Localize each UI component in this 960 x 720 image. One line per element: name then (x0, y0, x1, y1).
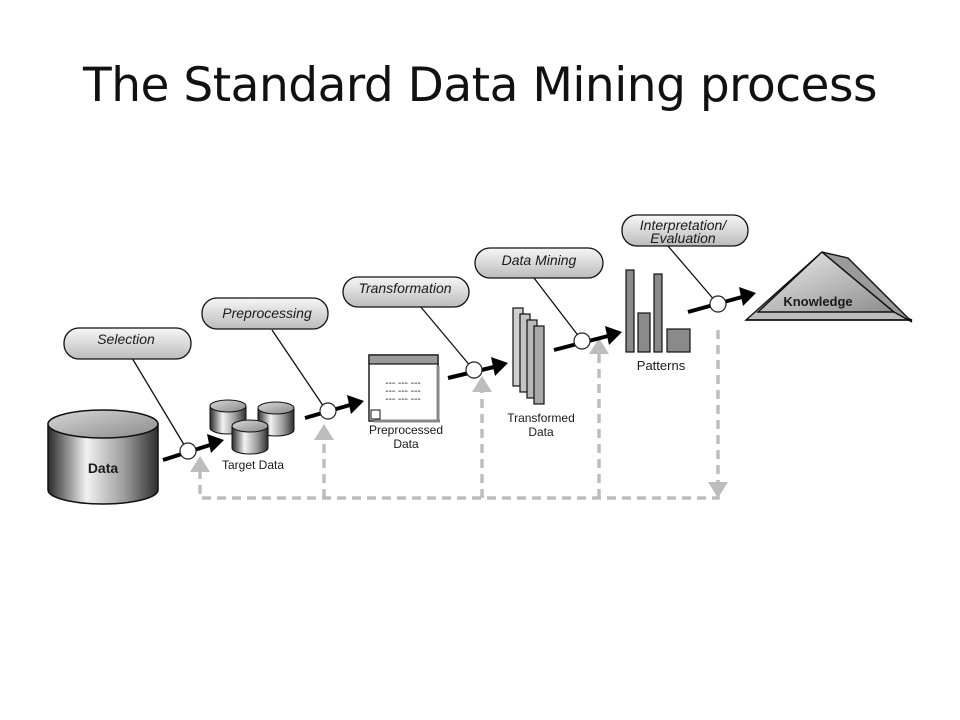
data-mining-label: Data Mining (502, 252, 577, 268)
knowledge-label: Knowledge (783, 294, 852, 309)
step-interpretation-evaluation: Interpretation/ Evaluation (621, 214, 749, 247)
flow-arrow-preprocessing-head (347, 395, 364, 414)
interpretation-circle (709, 295, 727, 313)
feedback-loop (198, 330, 720, 500)
feedback-arrowhead-selection (190, 456, 210, 472)
feedback-arrowhead-preprocessing (314, 424, 334, 440)
doc-line-2: --- --- --- (385, 386, 421, 397)
target-data-cylinders-icon (209, 399, 295, 455)
interpretation-pointer (667, 245, 717, 303)
patterns-bars-icon (625, 269, 691, 353)
selection-circle (179, 442, 197, 460)
flow-arrow-transformation-head (491, 357, 508, 376)
step-selection: Selection (63, 327, 192, 360)
flow-arrow-selection-head (207, 434, 224, 453)
doc-line-1: --- --- --- (385, 378, 421, 389)
preprocessing-pointer (271, 329, 327, 411)
feedback-arrowhead-knowledge (708, 482, 728, 498)
pointer-lines (131, 245, 717, 449)
interpretation-label-line1: Interpretation/ (640, 217, 728, 233)
transformation-label: Transformation (358, 280, 451, 296)
step-circles (179, 295, 727, 460)
feedback-arrowhead-data-mining (589, 338, 609, 354)
flow-arrow-data-mining-head (605, 326, 622, 345)
selection-label: Selection (97, 331, 155, 347)
target-data-label: Target Data (222, 458, 284, 472)
feedback-arrowhead-transformation (472, 376, 492, 392)
patterns-label: Patterns (637, 358, 686, 373)
preprocessing-label: Preprocessing (222, 305, 312, 321)
step-preprocessing: Preprocessing (201, 297, 329, 330)
feedback-arrowheads (190, 338, 728, 498)
transformed-data-label-line1: Transformed (507, 411, 575, 425)
preprocessing-circle (319, 402, 337, 420)
doc-line-3: --- --- --- (385, 394, 421, 405)
feedback-line-main (198, 330, 720, 500)
preprocessed-data-label-line2: Data (393, 437, 419, 451)
transformed-data-stack-icon (512, 307, 545, 405)
flow-arrow-interpretation-head (739, 287, 756, 306)
data-mining-pointer (533, 277, 581, 339)
slide-title: The Standard Data Mining process (83, 58, 877, 113)
selection-pointer (131, 357, 187, 449)
interpretation-label-line2: Evaluation (650, 230, 716, 246)
preprocessed-data-document-icon: --- --- --- --- --- --- --- --- --- (368, 354, 440, 423)
transformation-pointer (419, 305, 473, 369)
knowledge-pyramid-icon (744, 251, 913, 323)
step-transformation: Transformation (342, 276, 470, 308)
transformed-data-label-line2: Data (528, 425, 554, 439)
data-label: Data (88, 460, 119, 476)
step-data-mining: Data Mining (474, 247, 604, 279)
data-database-icon: Data (47, 409, 159, 505)
data-mining-circle (573, 332, 591, 350)
transformation-circle (465, 361, 483, 379)
preprocessed-data-label-line1: Preprocessed (369, 423, 443, 437)
